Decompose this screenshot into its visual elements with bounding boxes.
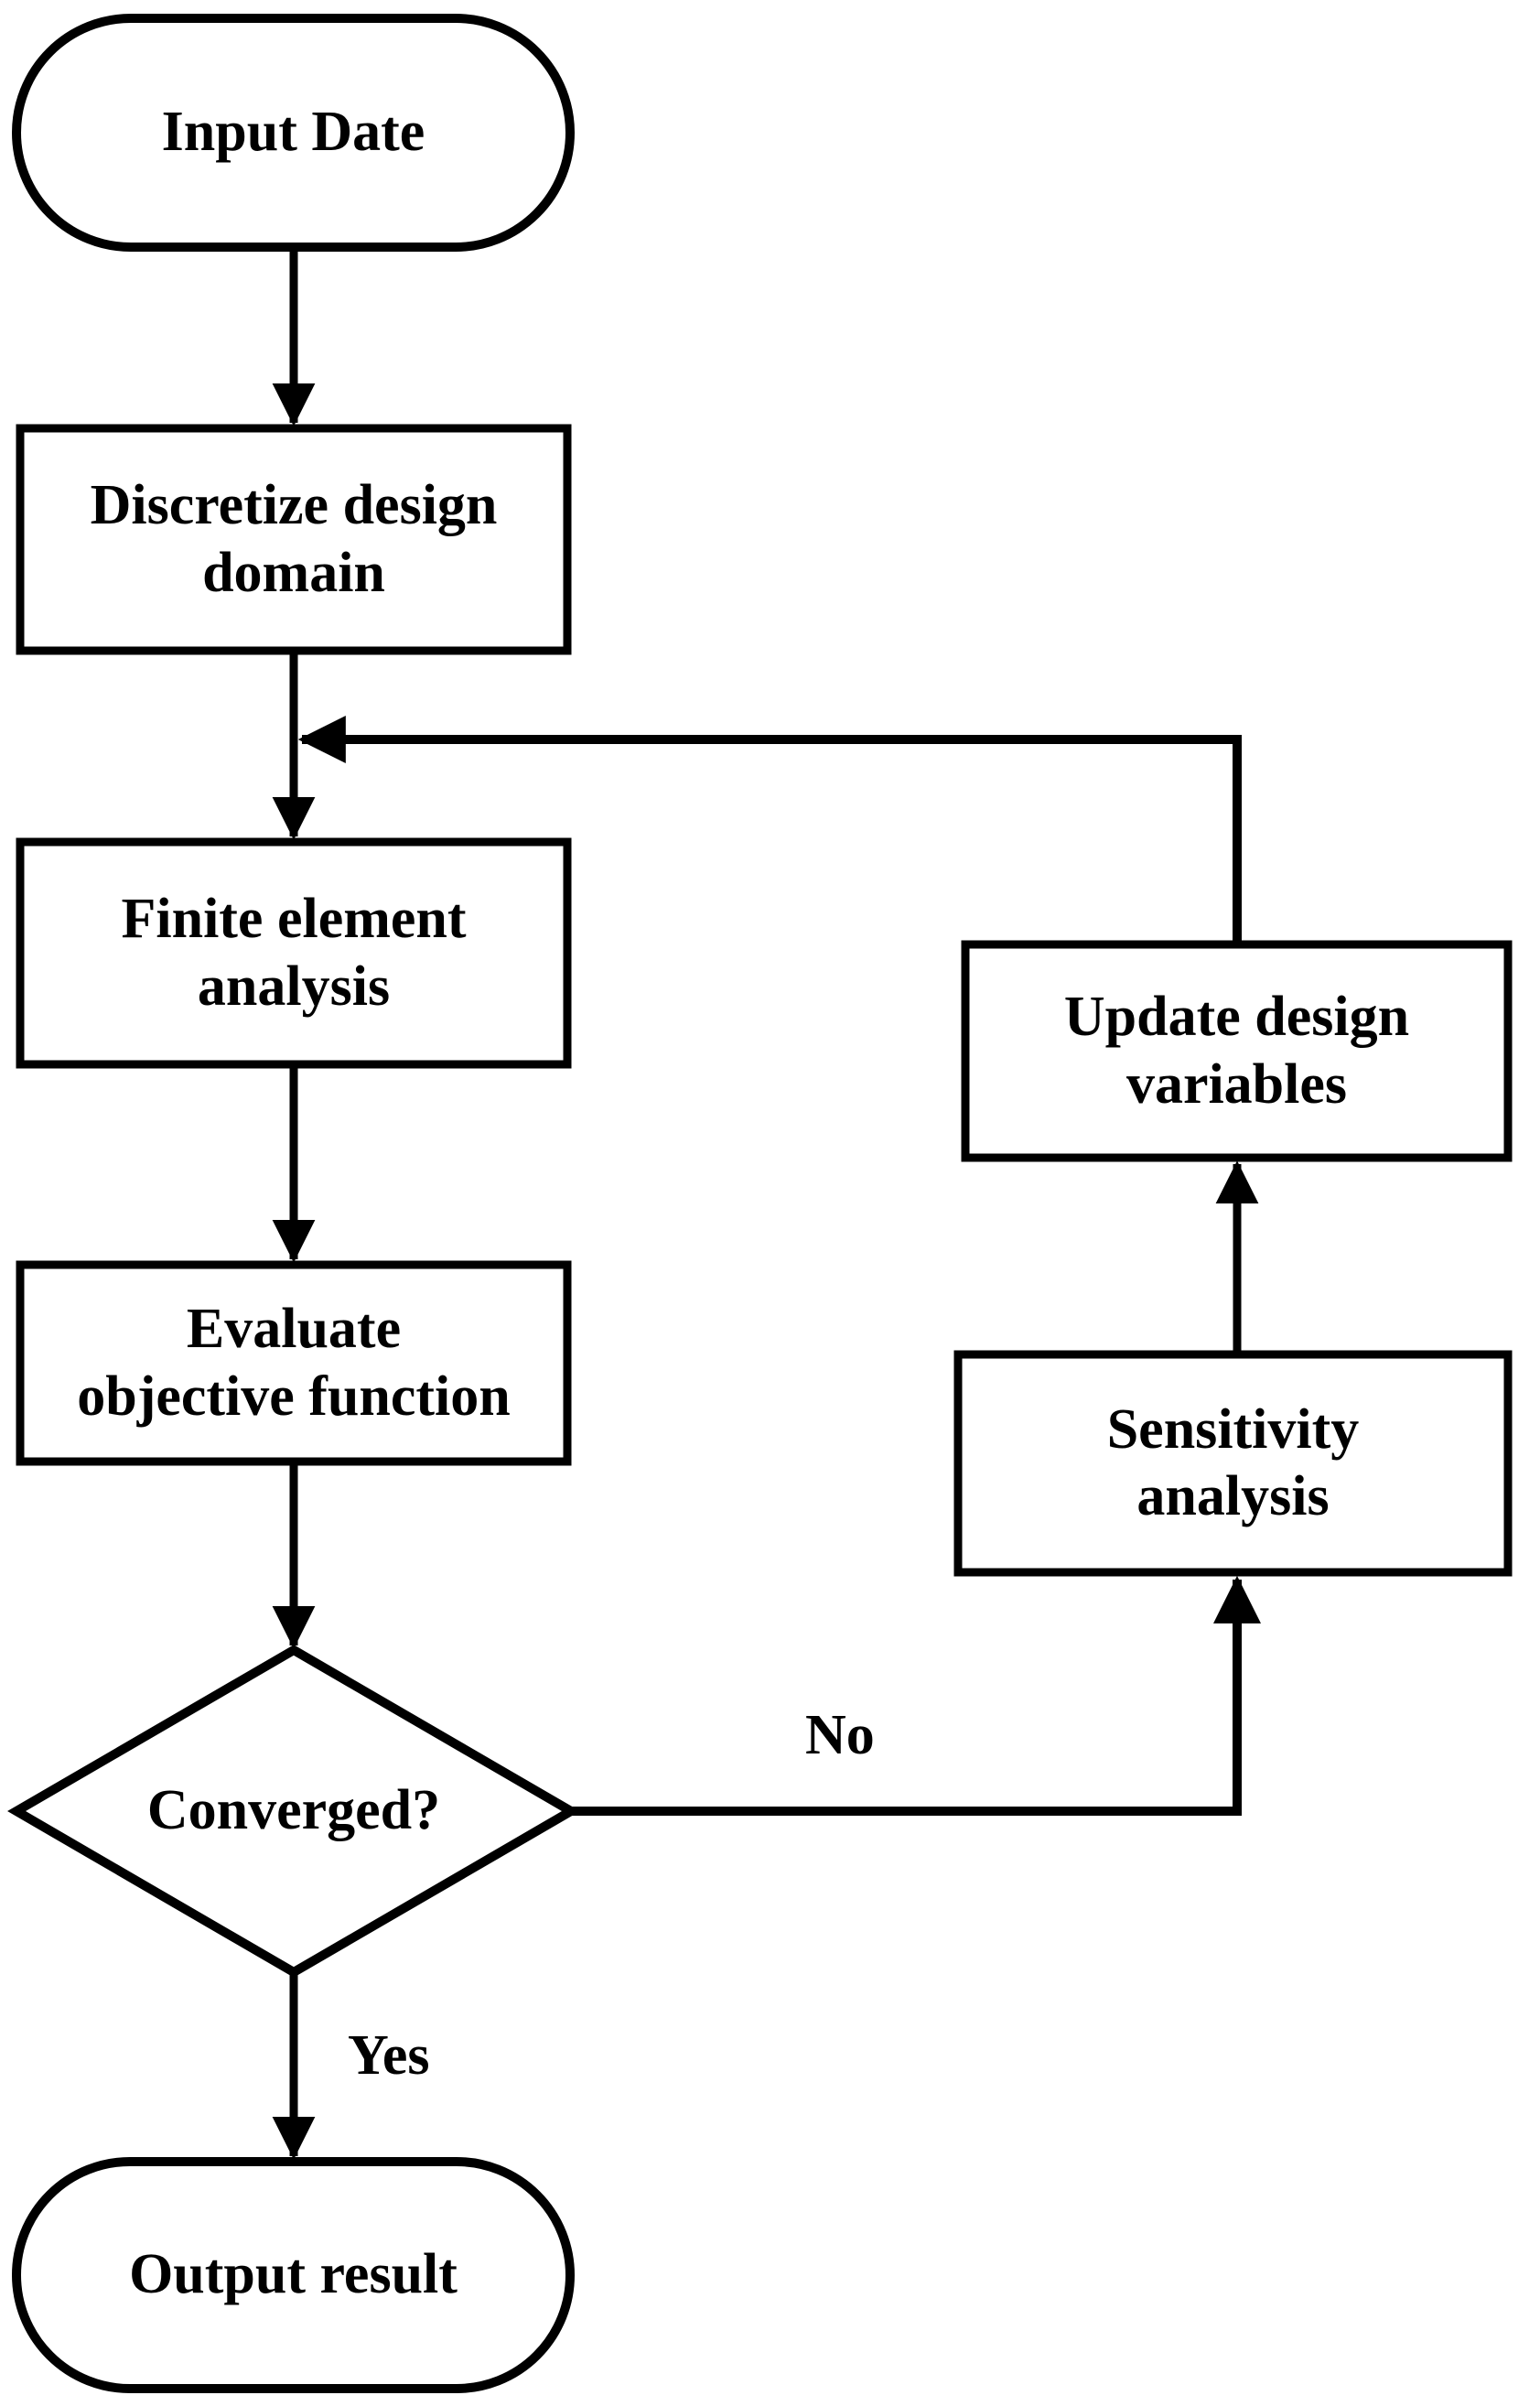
edge-update-to-fea-loop xyxy=(297,716,1242,944)
node-shape-finite-element-analysis[interactable] xyxy=(16,837,572,1069)
node-shape-discretize-design-domain[interactable] xyxy=(16,424,572,655)
node-shape-converged-decision[interactable] xyxy=(7,1645,580,1978)
node-shape-evaluate-objective-function[interactable] xyxy=(16,1260,572,1466)
edge-label-yes: Yes xyxy=(348,2024,430,2087)
node-shape-output-result[interactable] xyxy=(12,2157,575,2393)
node-shape-sensitivity-analysis[interactable] xyxy=(953,1350,1513,1577)
edge-label-no: No xyxy=(805,1704,875,1766)
node-shape-input-date[interactable] xyxy=(12,14,575,252)
node-shape-update-design-variables[interactable] xyxy=(961,940,1513,1162)
edge-converged-no-to-sensitivity xyxy=(571,1575,1261,1816)
